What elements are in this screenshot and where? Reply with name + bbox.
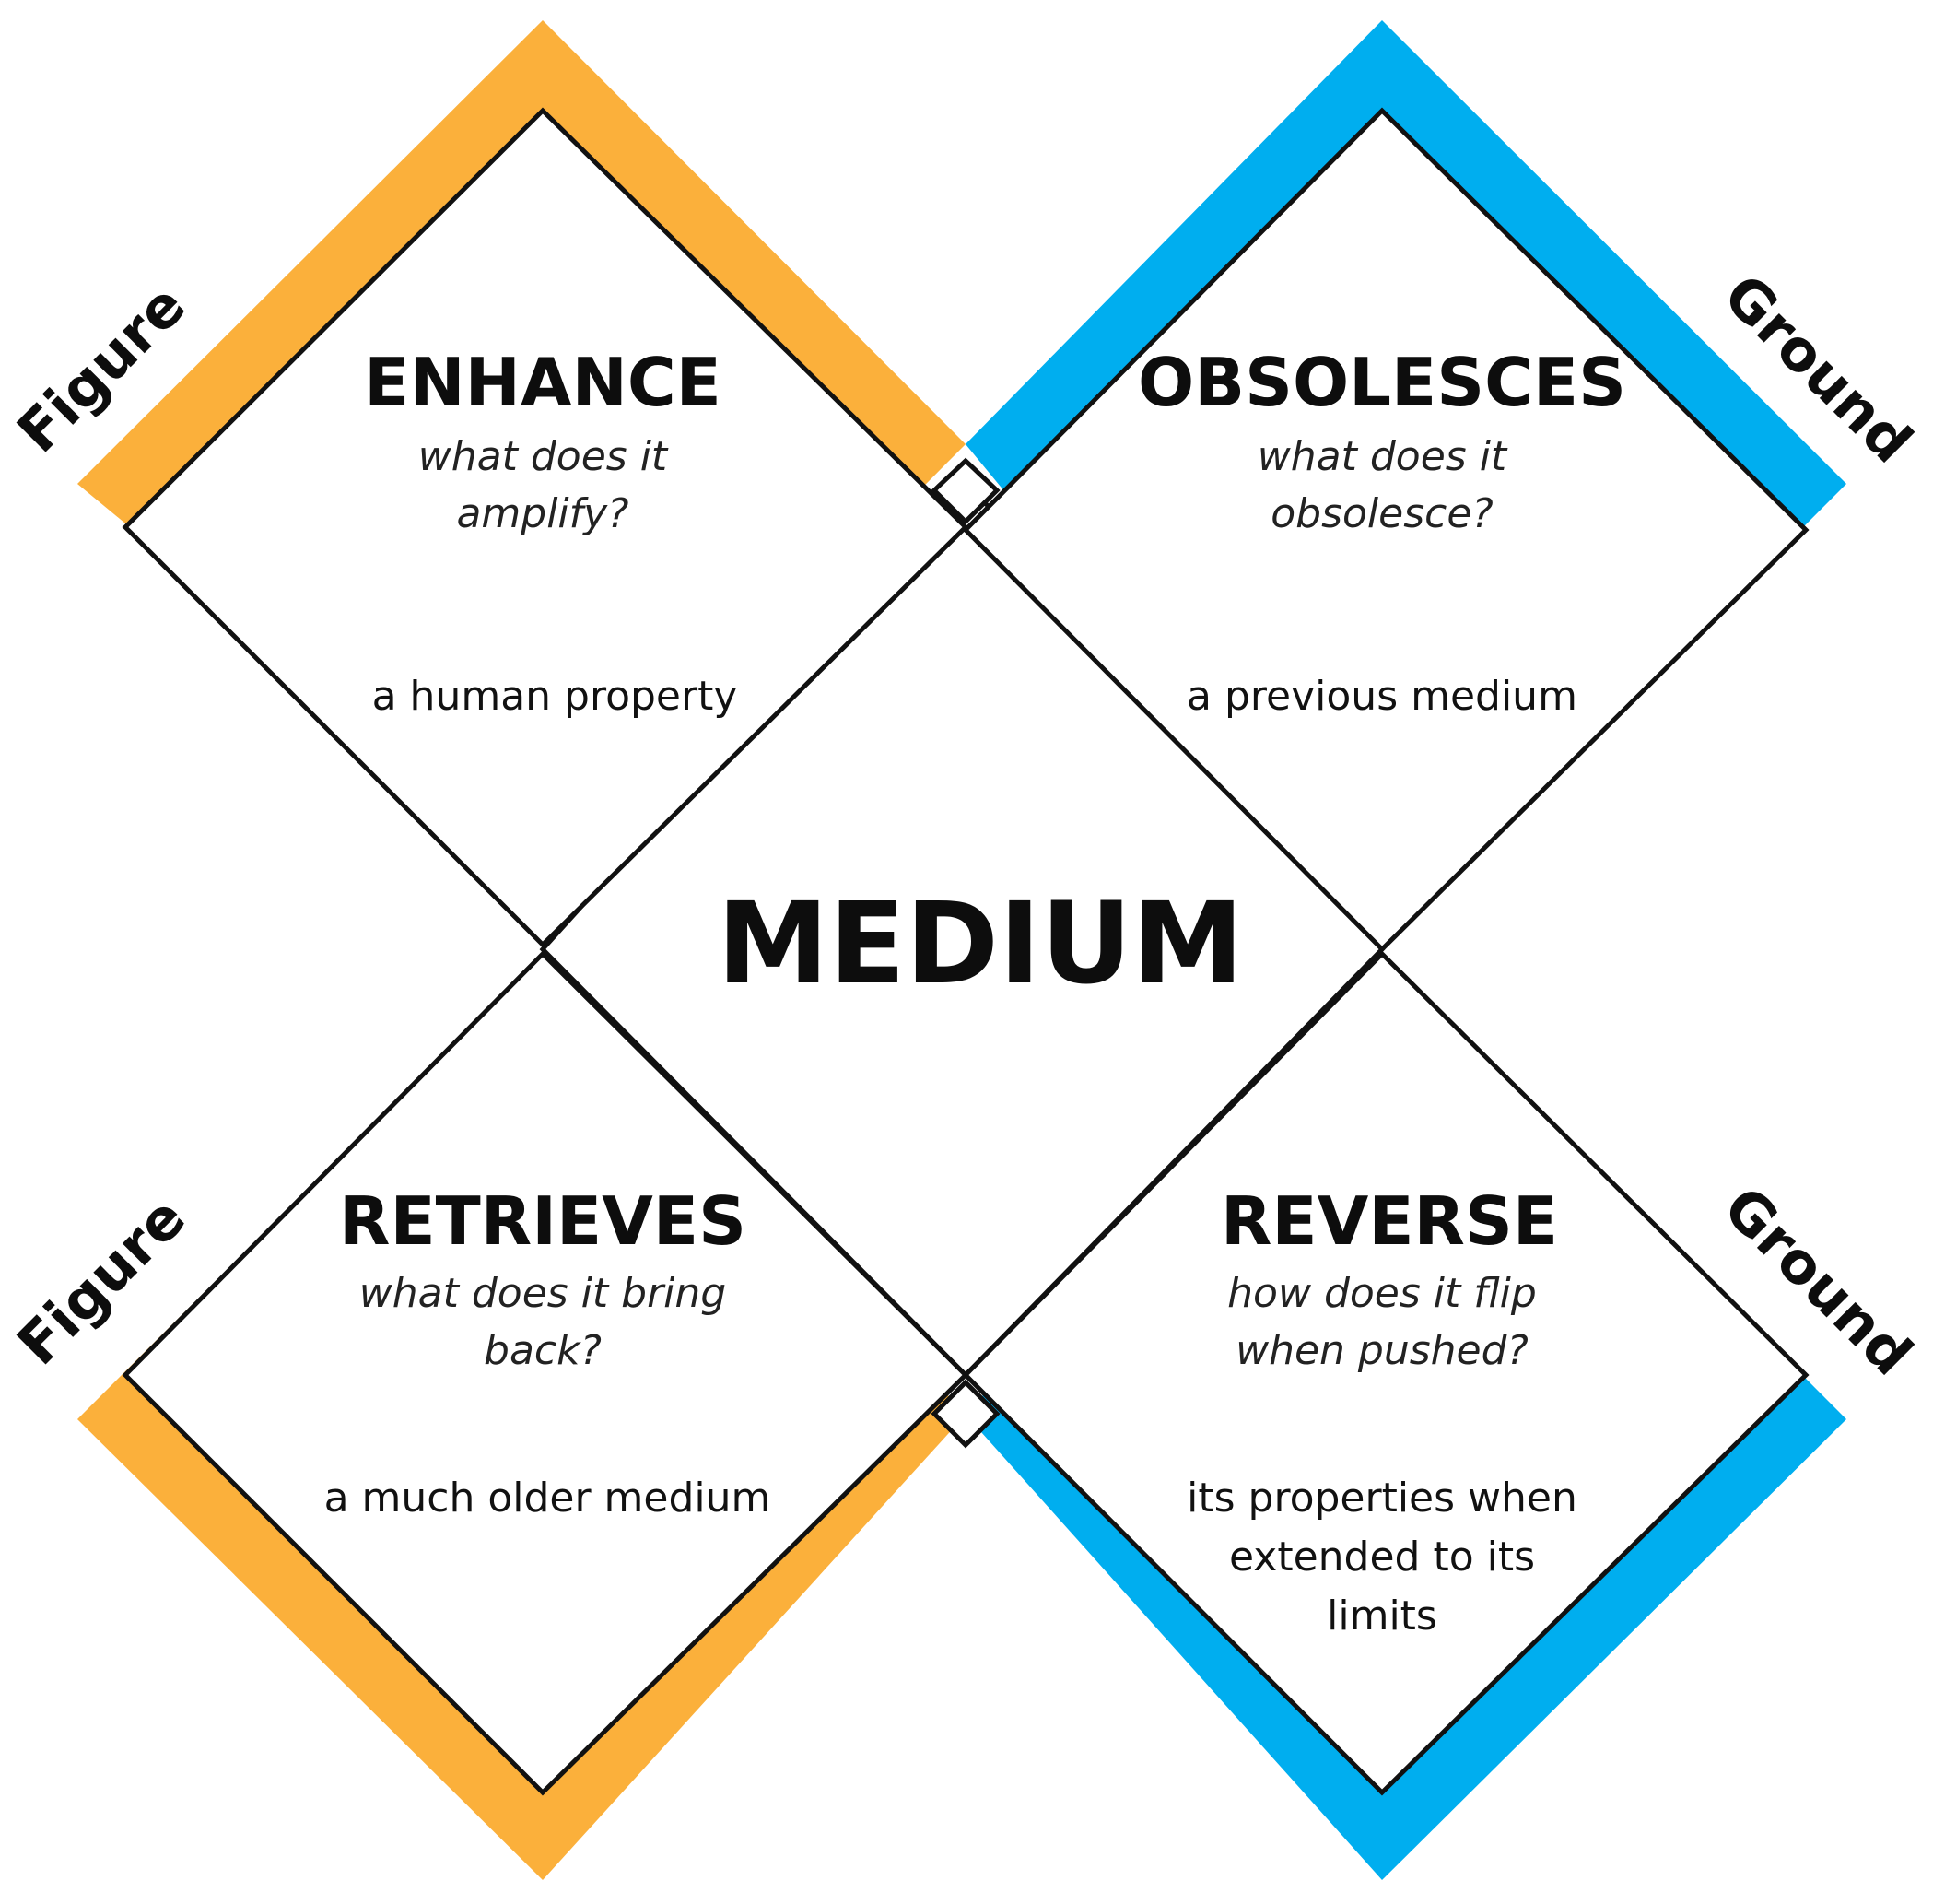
center-title: MEDIUM bbox=[717, 878, 1244, 1009]
reverse-description-line2: extended to its bbox=[1229, 1534, 1535, 1581]
enhance-question-line1: what does it bbox=[418, 433, 669, 480]
retrieves-question-line2: back? bbox=[484, 1327, 602, 1374]
enhance-diamond bbox=[122, 107, 969, 948]
obsolesces-diamond bbox=[962, 107, 1810, 953]
enhance-question-line2: amplify? bbox=[456, 490, 628, 537]
reverse-description-line3: limits bbox=[1327, 1593, 1437, 1640]
enhance-title: ENHANCE bbox=[364, 344, 721, 421]
enhance-description: a human property bbox=[372, 673, 738, 720]
top-connector bbox=[931, 457, 1001, 525]
reverse-diamond bbox=[962, 950, 1810, 1796]
obsolesces-question-line2: obsolesce? bbox=[1271, 490, 1494, 537]
retrieves-diamond bbox=[122, 950, 969, 1796]
retrieves-description: a much older medium bbox=[324, 1475, 771, 1522]
retrieves-title: RETRIEVES bbox=[339, 1182, 746, 1260]
reverse-title: REVERSE bbox=[1221, 1182, 1558, 1260]
bottom-connector bbox=[931, 1379, 1001, 1449]
reverse-description-line1: its properties when bbox=[1187, 1475, 1577, 1522]
obsolesces-title: OBSOLESCES bbox=[1138, 344, 1626, 421]
reverse-question-line2: when pushed? bbox=[1236, 1327, 1529, 1374]
retrieves-question-line1: what does it bring bbox=[359, 1270, 726, 1317]
obsolesces-question-line1: what does it bbox=[1258, 433, 1508, 480]
obsolesces-description: a previous medium bbox=[1187, 673, 1577, 720]
reverse-question-line1: how does it flip bbox=[1227, 1270, 1537, 1317]
